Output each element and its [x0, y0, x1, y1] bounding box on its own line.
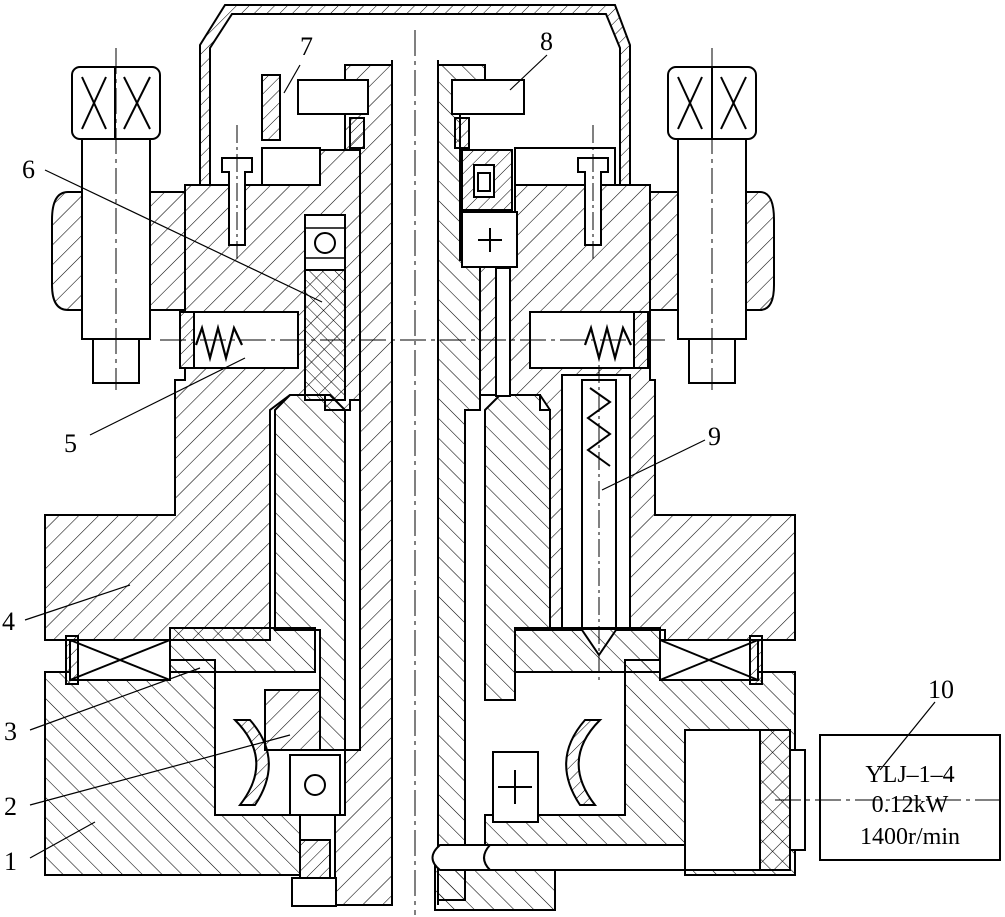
right-sleeve [484, 394, 551, 701]
top-plate [261, 147, 321, 186]
leader-9 [601, 439, 706, 491]
callout-10: 10 [928, 675, 954, 704]
ring-part-3 [169, 627, 316, 673]
leader-8 [509, 54, 548, 91]
screw-right [577, 157, 609, 246]
ball-bearing-lower [304, 774, 326, 796]
bearing-housing-upper-left [304, 214, 346, 271]
body-part-4-right [479, 184, 796, 641]
bushing-part-6 [304, 269, 346, 401]
callout-5: 5 [64, 429, 77, 458]
left-clamp-ring [51, 191, 83, 311]
leader-10 [879, 701, 936, 771]
callout-9: 9 [708, 422, 721, 451]
leader-7 [283, 64, 301, 94]
screw-left [221, 157, 253, 246]
cam-part-2 [264, 689, 321, 751]
leader-3 [29, 667, 201, 731]
spring-housing-right [529, 311, 649, 369]
callout-3: 3 [4, 717, 17, 746]
callout-2: 2 [4, 792, 17, 821]
body-part-4 [44, 149, 361, 641]
leader-4 [24, 584, 131, 621]
switch-block-right-part-8 [451, 79, 525, 115]
indicator-plate-part-7 [261, 74, 281, 141]
callout-8: 8 [540, 27, 553, 56]
motor-model: YLJ–1–4 [865, 762, 954, 788]
leader-2 [29, 734, 291, 806]
motor-part-10 [819, 734, 1001, 861]
drive-pipe [431, 844, 685, 871]
leader-6 [44, 169, 323, 303]
spring-part-5-left [194, 323, 243, 363]
callout-6: 6 [22, 155, 35, 184]
right-clamp-block [649, 191, 679, 311]
motor-coupling [684, 729, 761, 871]
right-clamp-ring [745, 191, 775, 311]
roller-left [232, 719, 270, 806]
callout-7: 7 [300, 32, 313, 61]
ring-part-3-right [514, 627, 661, 673]
motor-speed: 1400r/min [860, 824, 960, 850]
collar-right [454, 117, 470, 149]
spring-right [583, 323, 632, 363]
push-rod [495, 267, 511, 397]
collar-left [349, 117, 365, 149]
leader-lines [24, 54, 936, 859]
left-clamp-block [149, 191, 186, 311]
ball-bearing-upper [314, 232, 336, 254]
leader-5 [89, 357, 246, 436]
bearing-housing-lower [289, 754, 341, 816]
lower-screw-head [291, 877, 337, 907]
leader-1 [29, 821, 96, 859]
callout-1: 1 [4, 847, 17, 876]
motor-power: 0.12kW [872, 792, 949, 818]
roller-right [565, 719, 603, 806]
switch-block-left [297, 79, 369, 115]
callout-4: 4 [2, 607, 15, 636]
